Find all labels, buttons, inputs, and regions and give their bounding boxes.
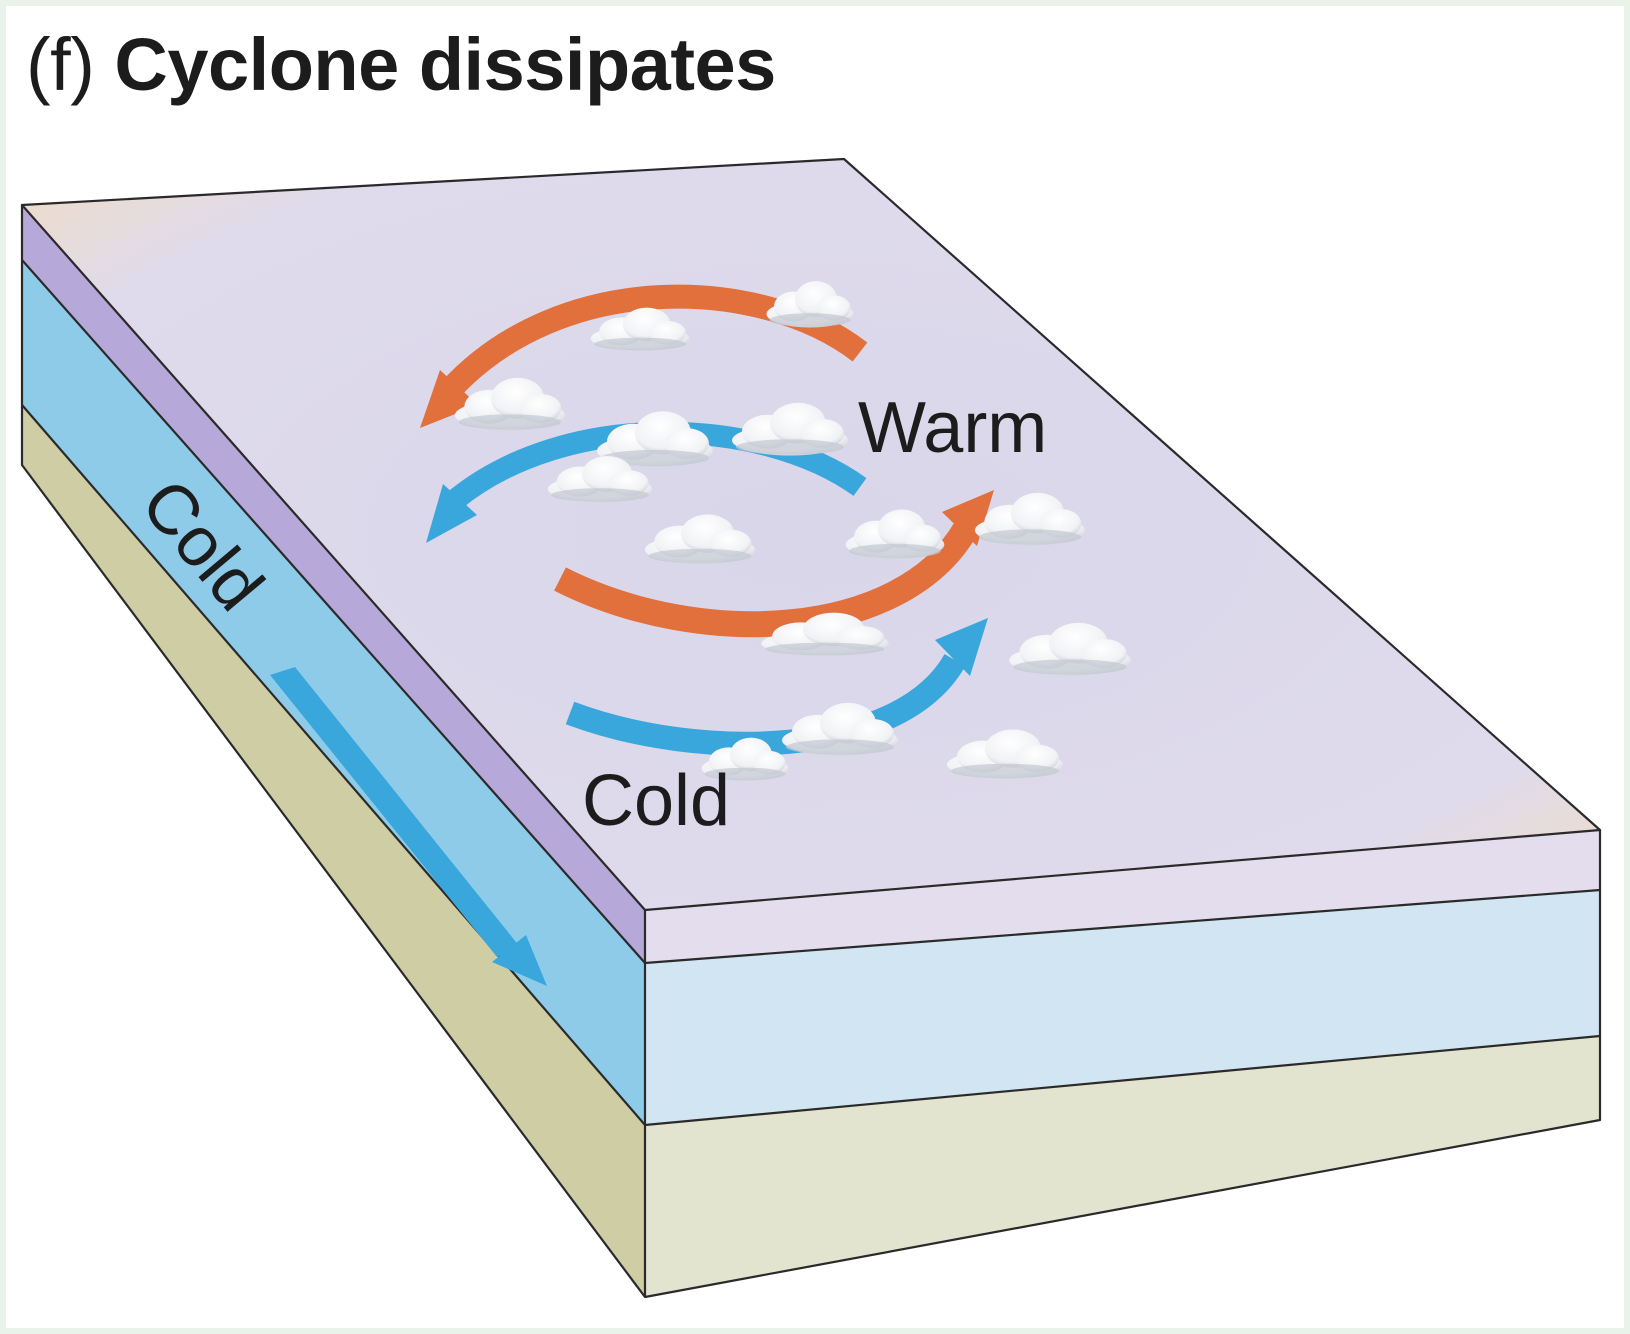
front-layer-blue xyxy=(645,890,1600,1125)
title-main: Cyclone dissipates xyxy=(114,23,776,106)
side-layer-purple xyxy=(22,205,645,963)
label-warm: Warm xyxy=(858,388,1047,468)
side-cold-flow-arrow-icon xyxy=(270,667,547,986)
block-outlines xyxy=(20,157,1602,1299)
top-surface xyxy=(22,159,1600,910)
label-cold-surface: Cold xyxy=(582,761,730,841)
front-layer-purple xyxy=(645,830,1600,963)
diagram-title: (f) Cyclone dissipates xyxy=(26,20,776,110)
front-layer-ground xyxy=(645,1036,1600,1297)
side-layer-ground xyxy=(22,405,645,1297)
title-prefix: (f) xyxy=(26,23,95,106)
